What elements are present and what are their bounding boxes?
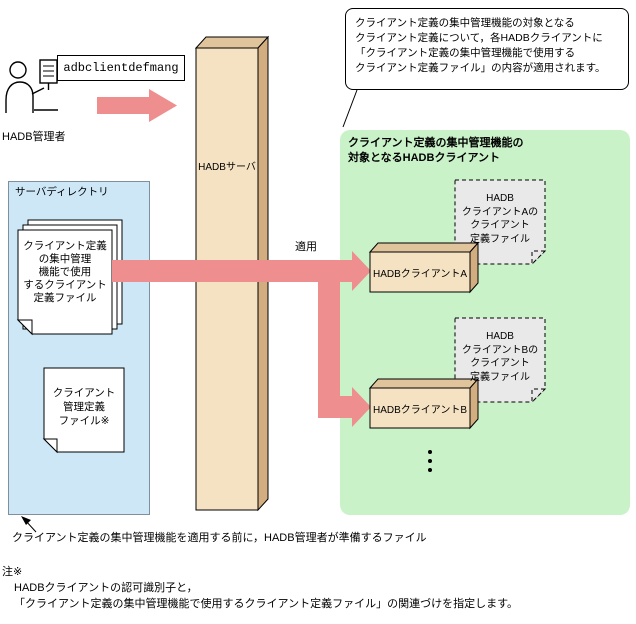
- client-a-file-label: HADB クライアントAの クライアント 定義ファイル: [456, 192, 544, 246]
- callout-line: クライアント定義について，各HADBクライアントに: [355, 32, 603, 44]
- server-directory-label: サーバディレクトリ: [15, 186, 109, 198]
- command-box: adbclientdefmang: [57, 55, 185, 81]
- client-mgmt-def-file-icon: [42, 367, 125, 454]
- stacked-client-def-files-icon: [16, 219, 123, 336]
- prepare-note-arrow: [21, 516, 37, 533]
- file-label-line: 機能で使用: [38, 266, 92, 278]
- client-b-file-label: HADB クライアントBの クライアント 定義ファイル: [456, 330, 544, 384]
- file-label-line: クライアント定義: [23, 240, 107, 252]
- file-label-line: の集中管理: [38, 253, 92, 265]
- clients-group-title-line: クライアント定義の集中管理機能の: [348, 137, 524, 149]
- apply-arrows: [112, 251, 371, 427]
- file-label-line: HADB: [486, 331, 514, 342]
- file-label-line: クライアント: [52, 387, 116, 399]
- clients-group-title: クライアント定義の集中管理機能の 対象となるHADBクライアント: [348, 136, 618, 166]
- file-label-line: クライアント: [470, 220, 530, 231]
- file-label-line: クライアントAの: [461, 206, 539, 218]
- note-mark: 注※: [2, 566, 23, 578]
- note-line-2: 「クライアント定義の集中管理機能で使用するクライアント定義ファイル」の関連づけを…: [14, 598, 519, 610]
- more-clients-dots: [428, 450, 432, 472]
- callout-pointer-line: [342, 89, 358, 128]
- file-label-line: 管理定義: [63, 401, 105, 413]
- admin-person-icon: [5, 59, 58, 113]
- client-a-box: [368, 241, 480, 294]
- client-a-label: HADBクライアントA: [372, 268, 468, 280]
- server-label: HADBサーバ: [198, 162, 256, 173]
- file-label-line: クライアント: [470, 358, 530, 369]
- callout-line: クライアント定義の集中管理機能の対象となる: [355, 17, 575, 29]
- note-line-1: HADBクライアントの認可識別子と，: [14, 582, 198, 594]
- client-b-box: [368, 377, 480, 430]
- callout-note: クライアント定義の集中管理機能の対象となる クライアント定義について，各HADB…: [345, 8, 629, 90]
- callout-line: 「クライアント定義の集中管理機能で使用する: [355, 47, 576, 59]
- file-label-line: HADB: [486, 193, 514, 204]
- single-file-label: クライアント 管理定義 ファイル※: [46, 386, 122, 428]
- command-text: adbclientdefmang: [63, 61, 179, 75]
- file-label-line: クライアントBの: [461, 344, 539, 356]
- client-b-label: HADBクライアントB: [372, 404, 468, 416]
- callout-line: クライアント定義ファイル」の内容が適用されます。: [355, 62, 606, 74]
- file-label-line: するクライアント: [23, 279, 107, 291]
- file-label-line: ファイル※: [58, 415, 110, 427]
- prepare-note: クライアント定義の集中管理機能を適用する前に，HADB管理者が準備するファイル: [12, 532, 427, 544]
- file-label-line: 定義ファイル: [470, 233, 530, 245]
- file-label-line: 定義ファイル: [470, 371, 530, 383]
- file-label-line: 定義ファイル: [33, 292, 97, 304]
- admin-label: HADB管理者: [2, 131, 66, 143]
- apply-label: 適用: [295, 241, 317, 253]
- clients-group-title-line: 対象となるHADBクライアント: [348, 152, 501, 164]
- command-arrow: [97, 89, 177, 122]
- stacked-file-label: クライアント定義 の集中管理 機能で使用 するクライアント 定義ファイル: [19, 240, 111, 305]
